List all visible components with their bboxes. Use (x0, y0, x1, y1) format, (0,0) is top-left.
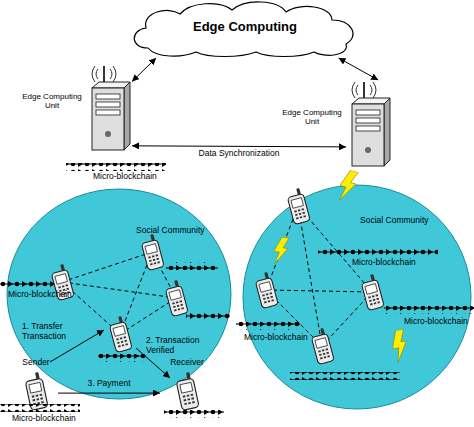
connector-arrow (132, 146, 346, 147)
connector-arrow (58, 393, 160, 394)
phone-outline (175, 372, 199, 410)
peer-link (120, 252, 152, 334)
edge-unit: Edge Computing Unit (346, 80, 392, 168)
circle-outline (6, 188, 232, 400)
micro-blockchain (318, 248, 438, 256)
peer-links (266, 206, 372, 346)
receiver-phone: Receiver (160, 358, 214, 412)
micro-blockchain (186, 312, 230, 320)
micro-blockchain (164, 410, 224, 418)
peer-link (266, 290, 372, 292)
peer-link (322, 292, 372, 346)
server-icon (352, 82, 390, 166)
phone-icon (24, 372, 48, 411)
edge-label: Data Synchronization (184, 149, 294, 159)
peer-link (266, 206, 298, 290)
node-text: Edge Computing Unit (280, 108, 344, 126)
verified-arrow (136, 348, 170, 378)
node-text: Edge Computing (128, 20, 362, 35)
wireless-link (272, 236, 290, 266)
peer-link (62, 252, 152, 282)
peer-links (62, 252, 176, 334)
node-text: Social Community (360, 216, 444, 226)
peer-link (62, 282, 120, 334)
micro-blockchain (290, 372, 400, 380)
diagram-label: Micro-blockchain (12, 414, 92, 424)
mobile-phone (286, 187, 310, 224)
mobile-phone (108, 315, 132, 352)
peer-link (298, 206, 322, 346)
peer-link (62, 282, 176, 298)
node-text: Sender (10, 358, 62, 368)
micro-blockchain (0, 279, 60, 287)
node-text: Receiver (160, 358, 214, 368)
circle-outline (242, 184, 472, 410)
micro-blockchain (166, 262, 218, 270)
node-text: Edge Computing Unit (20, 92, 84, 110)
node-text: Social Community (136, 226, 220, 236)
mobile-phone (140, 233, 164, 270)
phone-outline (24, 372, 48, 410)
mobile-phone (50, 263, 74, 300)
connector-arrow (132, 58, 156, 82)
micro-blockchain (236, 322, 300, 330)
cloud-node: Edge Computing (128, 0, 362, 58)
micro-blockchain (0, 404, 80, 412)
micro-blockchain (384, 306, 474, 314)
micro-blockchain (66, 163, 166, 171)
community-circle: Social Community (242, 184, 472, 410)
mobile-phone (254, 271, 278, 308)
mobile-phone (164, 279, 188, 316)
phone-icon (175, 372, 199, 411)
micro-blockchain (98, 354, 146, 362)
edge-unit: Edge Computing Unit (86, 64, 132, 152)
peer-link (152, 252, 176, 298)
connector-arrow (339, 58, 379, 80)
transfer-arrow (50, 330, 104, 362)
wireless-link (336, 168, 359, 203)
mobile-phone (360, 273, 384, 310)
mobile-phone (310, 327, 334, 364)
peer-link (120, 298, 176, 334)
diagram-label: Micro-blockchain (93, 172, 173, 182)
peer-link (266, 290, 322, 346)
server-outline (86, 64, 132, 152)
sender-phone: Sender (14, 358, 58, 412)
server-icon (92, 66, 130, 150)
community-circle: Social Community (6, 188, 232, 400)
community-area (7, 189, 231, 399)
community-area (243, 185, 471, 409)
peer-link (298, 206, 372, 292)
wireless-link (389, 329, 410, 363)
server-outline (346, 80, 392, 168)
